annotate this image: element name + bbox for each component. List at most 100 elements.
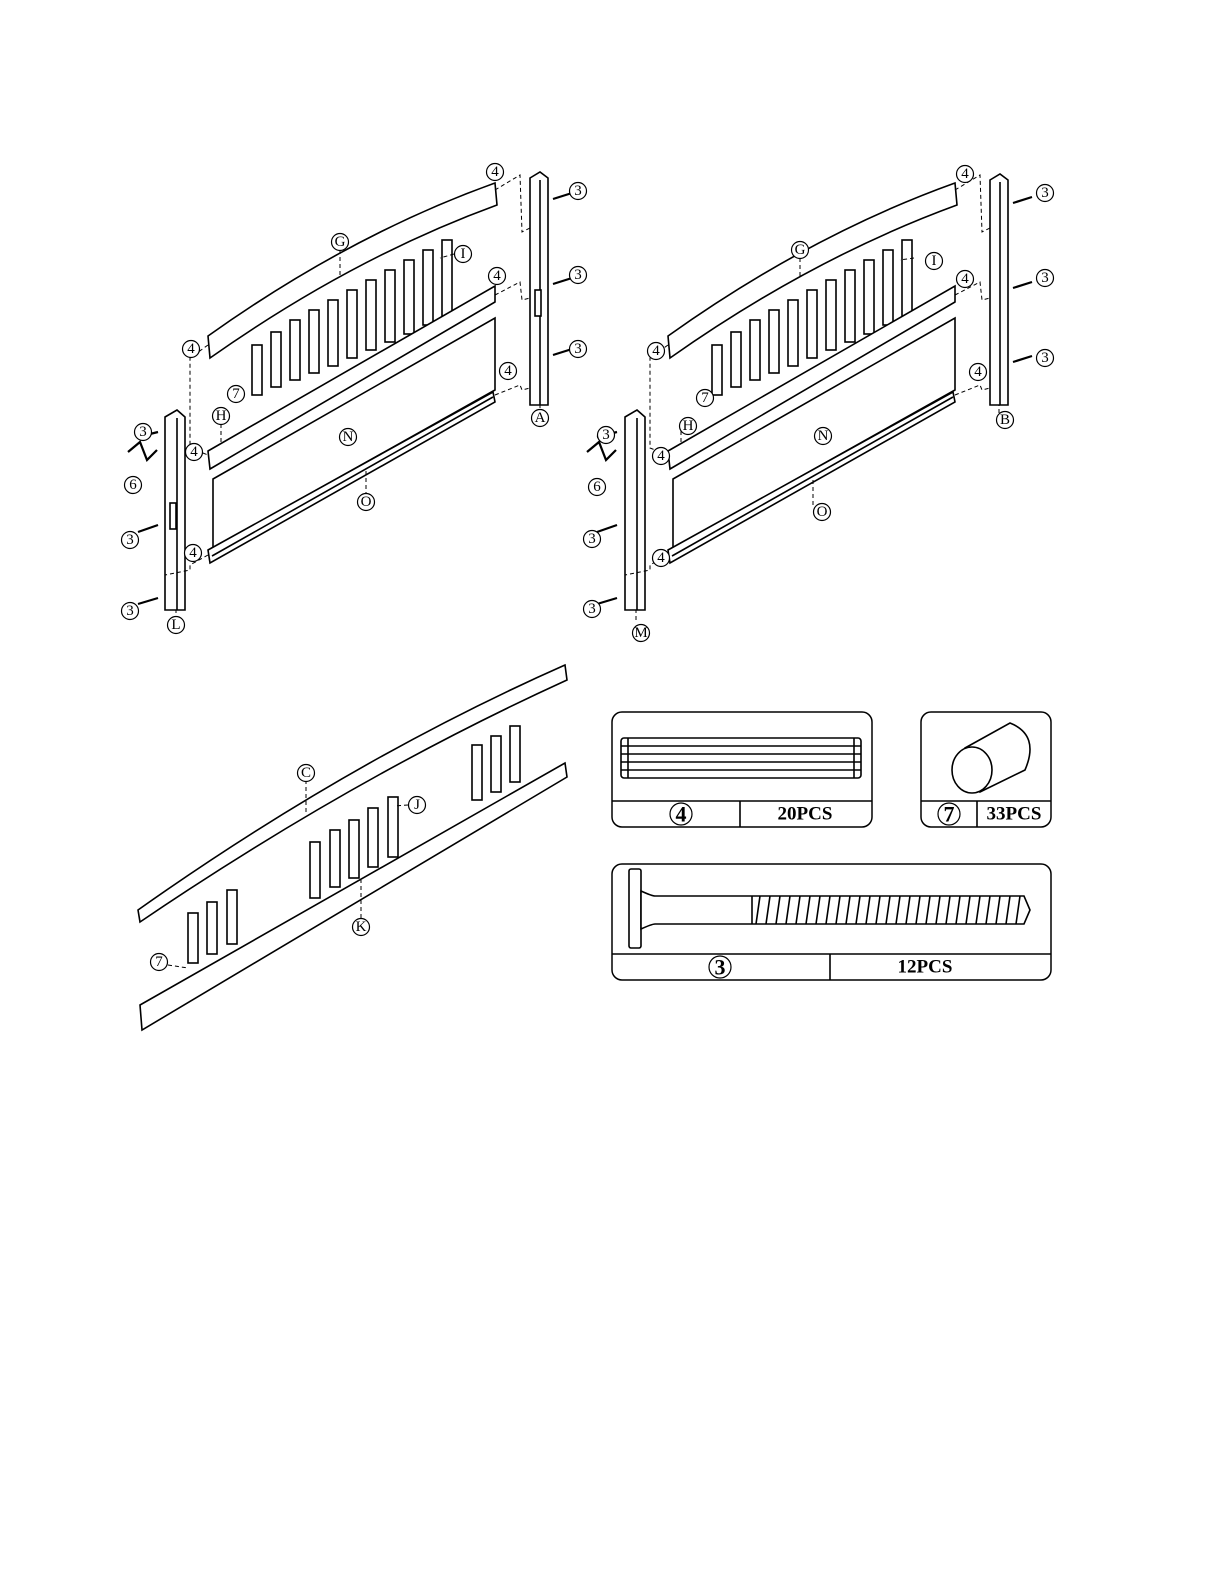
svg-text:H: H (683, 418, 694, 434)
svg-text:4: 4 (493, 268, 501, 284)
post-m (625, 410, 645, 610)
callout-b: B (997, 412, 1014, 429)
svg-text:J: J (414, 797, 420, 813)
svg-text:4: 4 (961, 166, 969, 182)
callout-c: C (298, 765, 315, 782)
dowel-icon (621, 738, 861, 778)
svg-text:A: A (535, 410, 546, 426)
svg-text:3: 3 (1041, 350, 1049, 366)
callout-4-e: 4 (186, 444, 203, 461)
callout-h: H (213, 408, 230, 425)
callout-h-2: H (680, 418, 697, 435)
callout-m: M (633, 625, 650, 642)
svg-text:N: N (343, 429, 354, 445)
callout-4-a: 4 (487, 164, 504, 181)
svg-text:4: 4 (190, 444, 198, 460)
callout-n: N (340, 429, 357, 446)
svg-text:4: 4 (189, 545, 197, 561)
callout-4-f: 4 (185, 545, 202, 562)
callout-3-h: 3 (1037, 270, 1054, 287)
svg-text:N: N (818, 428, 829, 444)
dowel-number: 4 (676, 802, 687, 827)
callout-7-b: 7 (697, 390, 714, 407)
callout-g-2: G (792, 242, 809, 259)
svg-text:G: G (335, 234, 346, 250)
svg-text:I: I (461, 246, 466, 262)
callout-i-2: I (926, 253, 943, 270)
post-b (990, 174, 1008, 405)
pin-quantity: 33PCS (987, 804, 1042, 825)
svg-text:M: M (634, 625, 647, 641)
wrench-6 (128, 442, 157, 460)
svg-text:7: 7 (701, 390, 709, 406)
hardware-bolt-box: 3 12PCS (612, 864, 1051, 980)
callout-7-c: 7 (151, 954, 168, 971)
svg-text:4: 4 (652, 343, 660, 359)
svg-text:3: 3 (126, 603, 134, 619)
bolt-number: 3 (715, 955, 726, 980)
svg-text:K: K (356, 919, 367, 935)
svg-text:3: 3 (1041, 185, 1049, 201)
svg-text:3: 3 (139, 424, 147, 440)
callout-i: I (455, 246, 472, 263)
pin-number: 7 (944, 802, 955, 827)
callouts: G I H N O A L 4 4 4 4 4 4 7 3 3 3 3 3 3 … (122, 164, 1054, 971)
svg-text:7: 7 (155, 954, 163, 970)
bolt-quantity: 12PCS (898, 957, 953, 978)
callout-3-c: 3 (570, 341, 587, 358)
svg-text:H: H (216, 408, 227, 424)
callout-4-c: 4 (500, 363, 517, 380)
callout-l: L (168, 617, 185, 634)
hardware-pin-box: 7 33PCS (921, 712, 1051, 827)
svg-text:4: 4 (657, 550, 665, 566)
callout-4-h: 4 (957, 271, 974, 288)
svg-text:B: B (1000, 412, 1010, 428)
callout-3-k: 3 (584, 531, 601, 548)
hardware-dowel-box: 4 20PCS (612, 712, 872, 827)
svg-text:3: 3 (126, 532, 134, 548)
callout-4-b: 4 (489, 268, 506, 285)
callout-4-g: 4 (957, 166, 974, 183)
callout-4-j: 4 (648, 343, 665, 360)
svg-text:3: 3 (574, 341, 582, 357)
rail-subassembly (138, 665, 567, 1030)
callout-3-g: 3 (1037, 185, 1054, 202)
callout-6-a: 6 (125, 477, 142, 494)
svg-text:I: I (932, 253, 937, 269)
svg-text:4: 4 (504, 363, 512, 379)
post-a (530, 172, 548, 405)
svg-text:3: 3 (574, 183, 582, 199)
callout-k: K (353, 919, 370, 936)
dowel-quantity: 20PCS (778, 804, 833, 825)
svg-text:6: 6 (593, 479, 601, 495)
svg-text:7: 7 (232, 386, 240, 402)
svg-text:C: C (301, 765, 311, 781)
svg-text:4: 4 (961, 271, 969, 287)
headboard-assembly-right (587, 174, 1032, 610)
svg-text:4: 4 (974, 364, 982, 380)
callout-3-l: 3 (584, 601, 601, 618)
callout-a: A (532, 410, 549, 427)
callout-4-k: 4 (653, 448, 670, 465)
callout-o-2: O (814, 504, 831, 521)
callout-4-l: 4 (653, 550, 670, 567)
callout-4-i: 4 (970, 364, 987, 381)
callout-4-d: 4 (183, 341, 200, 358)
svg-text:4: 4 (657, 448, 665, 464)
callout-3-d: 3 (135, 424, 152, 441)
callout-7-a: 7 (228, 386, 245, 403)
callout-6-b: 6 (589, 479, 606, 496)
callout-3-f: 3 (122, 603, 139, 620)
callout-j: J (409, 797, 426, 814)
callout-3-b: 3 (570, 267, 587, 284)
callout-3-j: 3 (598, 427, 615, 444)
callout-3-a: 3 (570, 183, 587, 200)
svg-text:O: O (361, 494, 372, 510)
callout-3-i: 3 (1037, 350, 1054, 367)
svg-text:3: 3 (602, 427, 610, 443)
svg-text:G: G (795, 242, 806, 258)
wrench-6-2 (587, 442, 616, 460)
rail-k (140, 763, 567, 1030)
svg-text:4: 4 (187, 341, 195, 357)
